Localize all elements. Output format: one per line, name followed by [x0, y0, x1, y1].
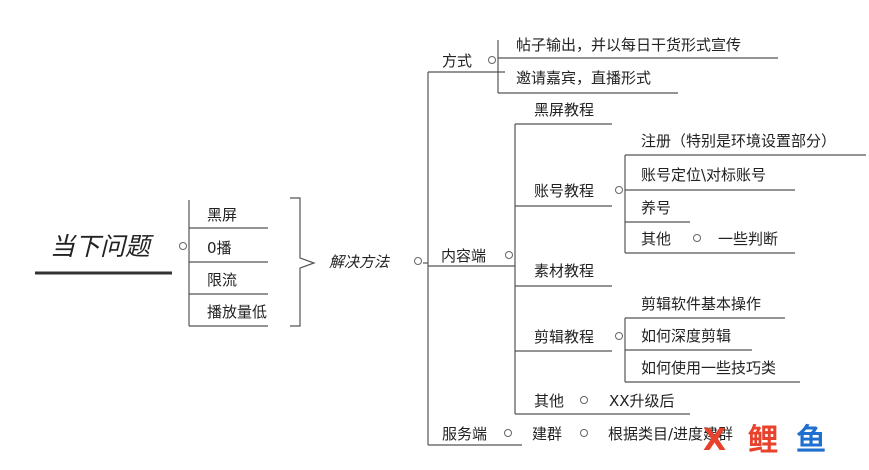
content-black-screen-tutorial[interactable]: 黑屏教程: [534, 101, 595, 119]
editing-item-tricks[interactable]: 如何使用一些技巧类: [641, 359, 777, 377]
editing-item-basics[interactable]: 剪辑软件基本操作: [641, 295, 762, 313]
content-other[interactable]: 其他: [534, 392, 565, 410]
root-topic[interactable]: 当下问题: [50, 232, 151, 261]
method-item-posts[interactable]: 帖子输出，并以每日干货形式宣传: [516, 36, 742, 54]
branch-service[interactable]: 服务端: [442, 425, 488, 443]
watermark-logo-yu: 鱼: [796, 423, 826, 458]
account-item-register[interactable]: 注册（特别是环境设置部分）: [641, 132, 837, 150]
method-item-live[interactable]: 邀请嘉宾，直播形式: [516, 69, 652, 87]
center-topic[interactable]: 解决方法: [329, 253, 390, 271]
problem-black-screen[interactable]: 黑屏: [207, 206, 238, 224]
branch-method[interactable]: 方式: [442, 52, 473, 70]
problem-low-views[interactable]: 播放量低: [207, 303, 268, 321]
content-other-detail[interactable]: XX升级后: [609, 392, 675, 410]
content-account-tutorial[interactable]: 账号教程: [534, 182, 595, 200]
account-item-nurture[interactable]: 养号: [641, 199, 672, 217]
account-item-positioning[interactable]: 账号定位\对标账号: [641, 166, 767, 184]
editing-item-deep[interactable]: 如何深度剪辑: [641, 327, 732, 345]
account-other-detail[interactable]: 一些判断: [718, 230, 779, 248]
watermark-logo-li: 鲤: [748, 423, 778, 458]
problem-throttled[interactable]: 限流: [207, 271, 238, 289]
service-item-group[interactable]: 建群: [532, 425, 563, 443]
problem-zero-views[interactable]: 0播: [207, 239, 232, 257]
content-editing-tutorial[interactable]: 剪辑教程: [534, 328, 595, 346]
watermark-logo-x: X: [703, 423, 727, 458]
content-material-tutorial[interactable]: 素材教程: [534, 262, 595, 280]
service-group-detail[interactable]: 根据类目/进度建群: [608, 425, 734, 443]
branch-content[interactable]: 内容端: [441, 247, 487, 265]
account-item-other[interactable]: 其他: [641, 230, 672, 248]
